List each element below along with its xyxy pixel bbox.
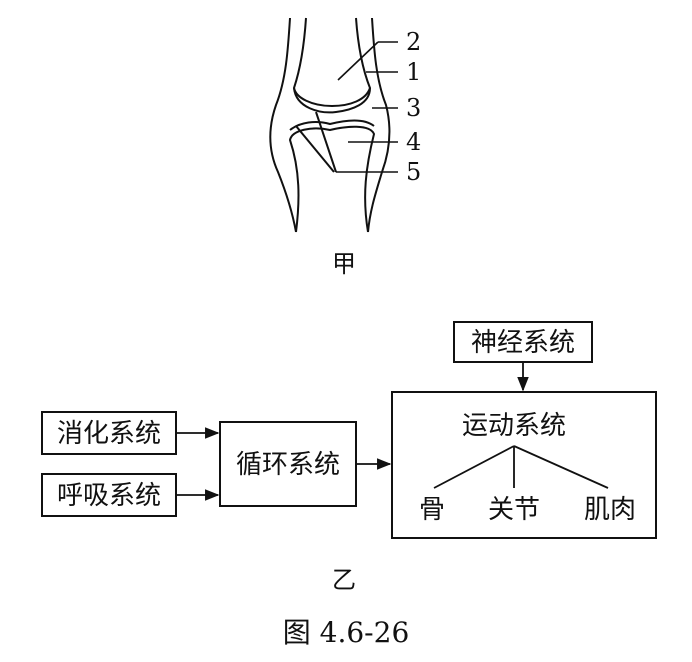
figure-a-caption: 甲 (332, 250, 356, 278)
label-3: 3 (406, 94, 421, 122)
digestive-system-label: 消化系统 (57, 419, 161, 449)
figure-caption: 图 4.6-26 (283, 616, 410, 649)
label-1: 1 (406, 58, 421, 86)
label-4: 4 (406, 128, 421, 156)
circulatory-system-label: 循环系统 (236, 450, 340, 480)
lower-cartilage (289, 119, 375, 131)
label-leaders (336, 41, 398, 173)
motor-tree-lines (433, 445, 609, 489)
upper-bone (292, 17, 372, 114)
figure-b-caption: 乙 (332, 566, 356, 594)
joint-label: 关节 (488, 495, 540, 525)
box-motor-system (391, 391, 657, 539)
label-2: 2 (406, 28, 421, 56)
bone-label: 骨 (419, 495, 445, 525)
label-5: 5 (406, 158, 421, 186)
muscle-label: 肌肉 (584, 495, 636, 525)
respiratory-system-label: 呼吸系统 (57, 481, 161, 511)
joint-capsule-right (367, 17, 391, 233)
upper-cartilage (293, 87, 371, 108)
joint-diagram (269, 17, 391, 233)
lower-bone (288, 125, 376, 233)
nervous-system-label: 神经系统 (471, 328, 575, 358)
motor-system-label: 运动系统 (462, 411, 566, 441)
joint-capsule-left (269, 17, 297, 233)
